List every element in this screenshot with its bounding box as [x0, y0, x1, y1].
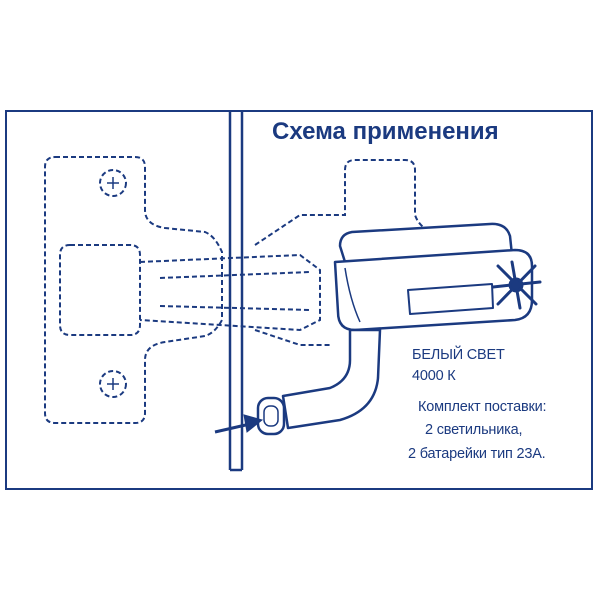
spec-package-lights: 2 светильника,: [425, 422, 523, 438]
hinge-outline-icon: [44, 156, 441, 424]
spec-package-heading: Комплект поставки:: [418, 399, 547, 415]
spec-color-temperature: 4000 К: [412, 368, 456, 384]
door-edge: [228, 112, 244, 472]
spec-package-batteries: 2 батарейки тип 23А.: [408, 446, 546, 462]
arrow-icon: [214, 414, 264, 434]
led-light-icon: [256, 222, 534, 436]
spec-light-color: БЕЛЫЙ СВЕТ: [412, 347, 505, 363]
diagram-title: Схема применения: [272, 118, 499, 145]
screw-marks: [107, 177, 119, 390]
sparkle-icon: [491, 260, 542, 310]
